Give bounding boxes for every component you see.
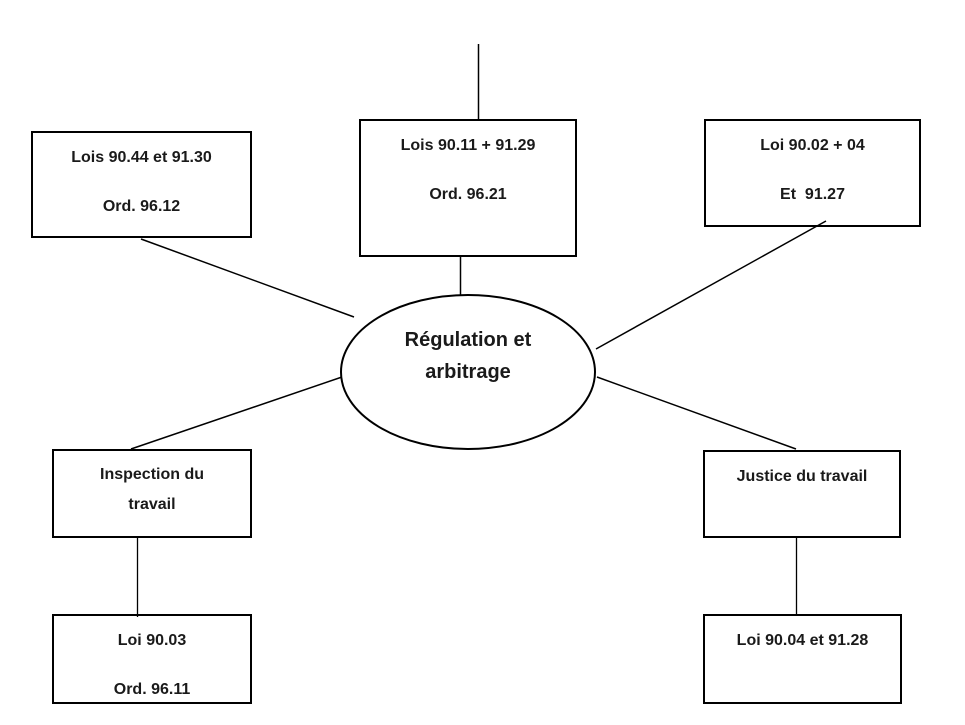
node-label-line2: Ord. 96.12 <box>102 198 181 215</box>
node-loi-9004-et-9128: Loi 90.04 et 91.28 <box>703 614 902 704</box>
node-label-line2: travail <box>128 496 176 513</box>
node-loi-9002-plus-04: Loi 90.02 + 04 Et 91.27 <box>704 119 921 227</box>
node-lois-9044-et-9130: Lois 90.44 et 91.30 Ord. 96.12 <box>31 131 252 238</box>
node-lois-9011-plus-9129: Lois 90.11 + 91.29 Ord. 96.21 <box>359 119 577 257</box>
node-label-line1: Justice du travail <box>736 468 868 485</box>
node-label-line2: Ord. 96.11 <box>113 681 191 698</box>
node-justice-du-travail: Justice du travail <box>703 450 901 538</box>
node-label-line2: Et 91.27 <box>780 186 845 203</box>
node-label-line1: Loi 90.03 <box>117 632 187 649</box>
node-label-line1: Inspection du <box>100 466 204 483</box>
connector-ellipse-to-inspection-box <box>130 376 343 450</box>
center-ellipse-label: Régulation et arbitrage <box>341 324 595 388</box>
node-label-line2: Ord. 96.21 <box>429 186 507 203</box>
node-loi-9003: Loi 90.03 Ord. 96.11 <box>52 614 252 704</box>
connector-top-right-box-to-ellipse <box>595 220 827 350</box>
center-ellipse-label-line2: arbitrage <box>425 361 511 383</box>
center-ellipse <box>340 294 596 450</box>
node-label-line1: Lois 90.44 et 91.30 <box>71 149 212 166</box>
node-label-line1: Loi 90.04 et 91.28 <box>736 632 869 649</box>
node-inspection-du-travail: Inspection du travail <box>52 449 252 538</box>
connector-ellipse-to-justice-box <box>596 376 797 450</box>
node-label-line1: Loi 90.02 + 04 <box>760 137 865 154</box>
center-ellipse-label-line1: Régulation et <box>404 329 532 351</box>
node-label-line1: Lois 90.11 + 91.29 <box>400 137 536 154</box>
connector-top-left-box-to-ellipse <box>140 238 355 318</box>
